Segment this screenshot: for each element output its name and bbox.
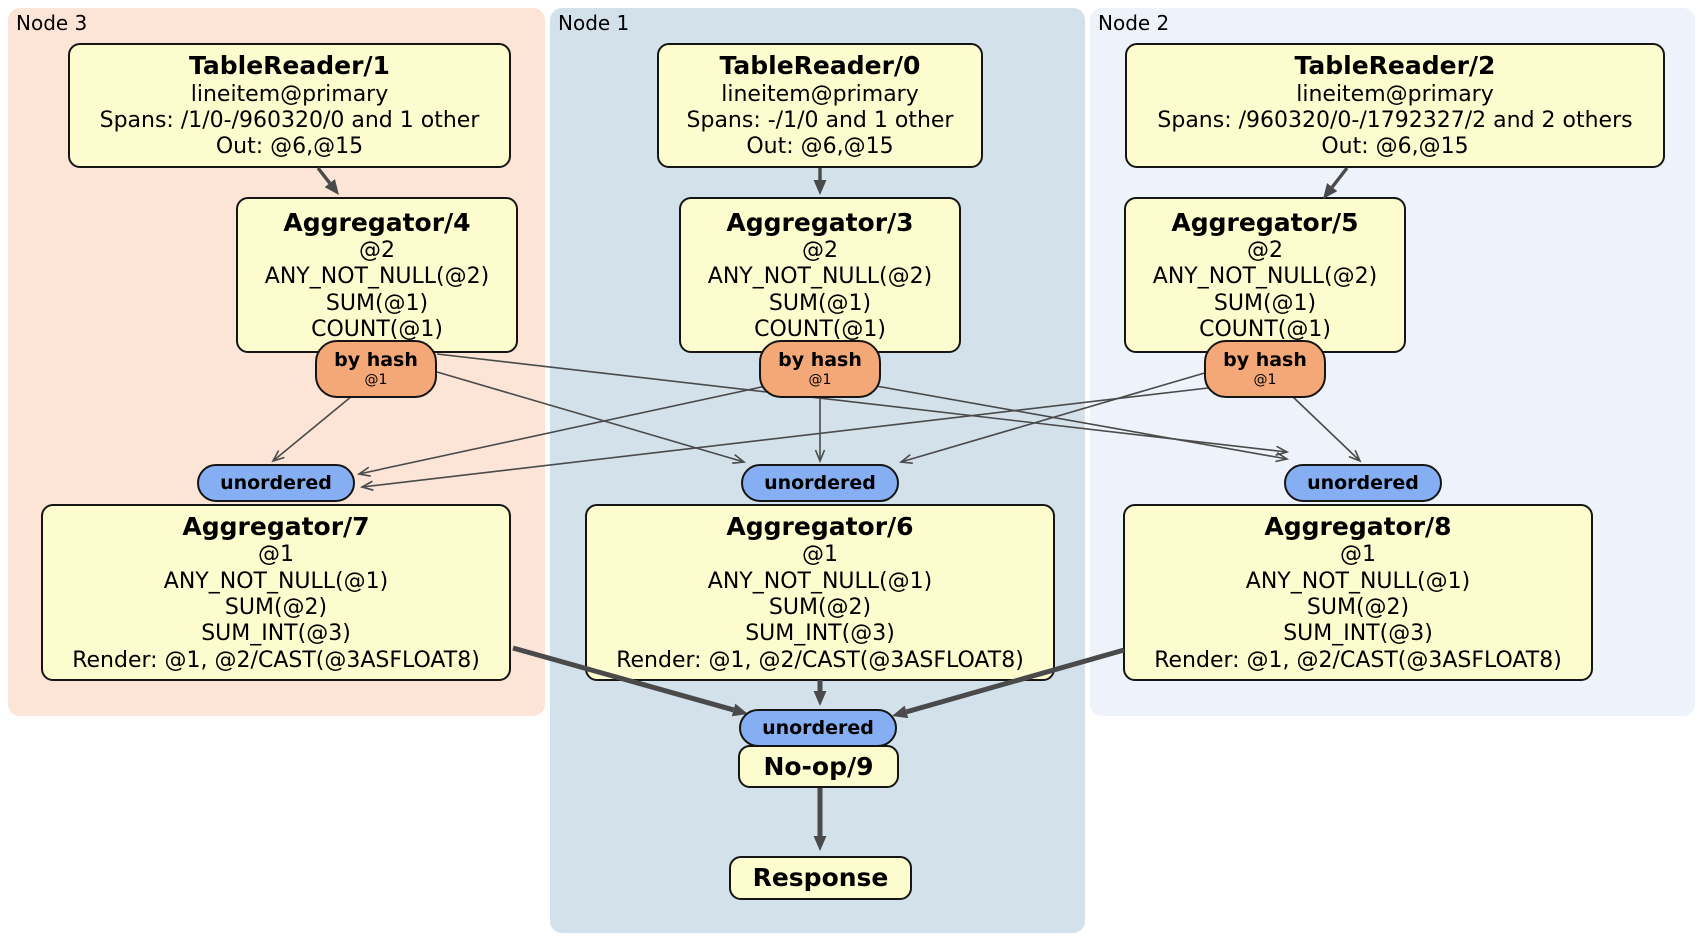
node-detail: SUM(@1)	[325, 290, 429, 316]
node-title: Aggregator/5	[1171, 207, 1359, 237]
node-detail: ANY_NOT_NULL(@2)	[707, 264, 933, 290]
node-title: Aggregator/6	[726, 511, 914, 541]
node-detail: ANY_NOT_NULL(@1)	[1245, 568, 1471, 594]
node-title: TableReader/0	[719, 51, 921, 81]
node-detail: SUM_INT(@3)	[745, 621, 895, 647]
node-detail: Out: @6,@15	[746, 134, 894, 160]
node-title: Aggregator/7	[182, 511, 370, 541]
node-tablereader-1: TableReader/1 lineitem@primary Spans: /1…	[68, 43, 511, 168]
node-title: Aggregator/8	[1264, 511, 1452, 541]
node-detail: Out: @6,@15	[215, 134, 364, 160]
region-label-node2: Node 2	[1098, 11, 1170, 35]
node-tablereader-0: TableReader/0 lineitem@primary Spans: -/…	[657, 43, 983, 168]
node-detail: ANY_NOT_NULL(@2)	[264, 264, 490, 290]
router-stream: @1	[808, 371, 832, 388]
router-stream: @1	[1253, 371, 1277, 388]
node-detail: ANY_NOT_NULL(@1)	[163, 568, 389, 594]
node-detail: SUM(@2)	[1306, 594, 1410, 620]
router-label: by hash	[778, 349, 862, 372]
router-stream: @1	[364, 371, 388, 388]
region-label-node1: Node 1	[558, 11, 630, 35]
node-detail: Spans: /960320/0-/1792327/2 and 2 others	[1157, 107, 1633, 133]
node-detail: Out: @6,@15	[1321, 134, 1469, 160]
node-detail: lineitem@primary	[190, 81, 389, 107]
node-detail: ANY_NOT_NULL(@1)	[707, 568, 933, 594]
node-aggregator-5: Aggregator/5 @2 ANY_NOT_NULL(@2) SUM(@1)…	[1124, 197, 1406, 353]
sync-unordered-3: unordered	[1284, 464, 1442, 502]
node-title: Response	[752, 863, 889, 893]
node-detail: COUNT(@1)	[311, 317, 443, 343]
node-detail: Render: @1, @2/CAST(@3ASFLOAT8)	[1154, 647, 1562, 673]
node-detail: SUM_INT(@3)	[1283, 621, 1433, 647]
node-detail: COUNT(@1)	[1199, 317, 1331, 343]
router-label: by hash	[334, 349, 418, 372]
sync-unordered-1: unordered	[197, 464, 355, 502]
node-detail: Render: @1, @2/CAST(@3ASFLOAT8)	[616, 647, 1024, 673]
node-detail: SUM_INT(@3)	[201, 621, 351, 647]
node-title: Aggregator/3	[726, 207, 914, 237]
sync-unordered-2: unordered	[741, 464, 899, 502]
router-by-hash-2: by hash @1	[759, 340, 881, 398]
node-detail: @2	[802, 237, 838, 263]
node-noop-9: No-op/9	[738, 745, 899, 788]
node-response: Response	[729, 856, 912, 900]
node-detail: @1	[1340, 542, 1376, 568]
node-detail: Render: @1, @2/CAST(@3ASFLOAT8)	[72, 647, 480, 673]
node-detail: @2	[359, 237, 395, 263]
node-detail: SUM(@1)	[1213, 290, 1317, 316]
node-detail: @2	[1247, 237, 1283, 263]
node-title: TableReader/2	[1294, 51, 1496, 81]
node-aggregator-6: Aggregator/6 @1 ANY_NOT_NULL(@1) SUM(@2)…	[585, 504, 1055, 681]
node-detail: SUM(@1)	[768, 290, 872, 316]
node-detail: COUNT(@1)	[754, 317, 886, 343]
node-title: Aggregator/4	[283, 207, 471, 237]
node-detail: lineitem@primary	[721, 81, 919, 107]
node-tablereader-2: TableReader/2 lineitem@primary Spans: /9…	[1125, 43, 1665, 168]
node-detail: lineitem@primary	[1296, 81, 1494, 107]
node-aggregator-8: Aggregator/8 @1 ANY_NOT_NULL(@1) SUM(@2)…	[1123, 504, 1593, 681]
node-detail: @1	[258, 542, 294, 568]
node-aggregator-4: Aggregator/4 @2 ANY_NOT_NULL(@2) SUM(@1)…	[236, 197, 518, 353]
router-by-hash-1: by hash @1	[315, 340, 437, 398]
node-detail: ANY_NOT_NULL(@2)	[1152, 264, 1378, 290]
router-by-hash-3: by hash @1	[1204, 340, 1326, 398]
router-label: by hash	[1223, 349, 1307, 372]
node-detail: Spans: -/1/0 and 1 other	[686, 107, 954, 133]
node-detail: Spans: /1/0-/960320/0 and 1 other	[99, 107, 480, 133]
region-label-node3: Node 3	[16, 11, 88, 35]
node-detail: SUM(@2)	[768, 594, 872, 620]
node-title: No-op/9	[763, 751, 874, 781]
node-detail: @1	[802, 542, 838, 568]
node-aggregator-7: Aggregator/7 @1 ANY_NOT_NULL(@1) SUM(@2)…	[41, 504, 511, 681]
node-detail: SUM(@2)	[224, 594, 328, 620]
node-title: TableReader/1	[189, 51, 390, 81]
sync-unordered-4: unordered	[739, 709, 897, 747]
node-aggregator-3: Aggregator/3 @2 ANY_NOT_NULL(@2) SUM(@1)…	[679, 197, 961, 353]
